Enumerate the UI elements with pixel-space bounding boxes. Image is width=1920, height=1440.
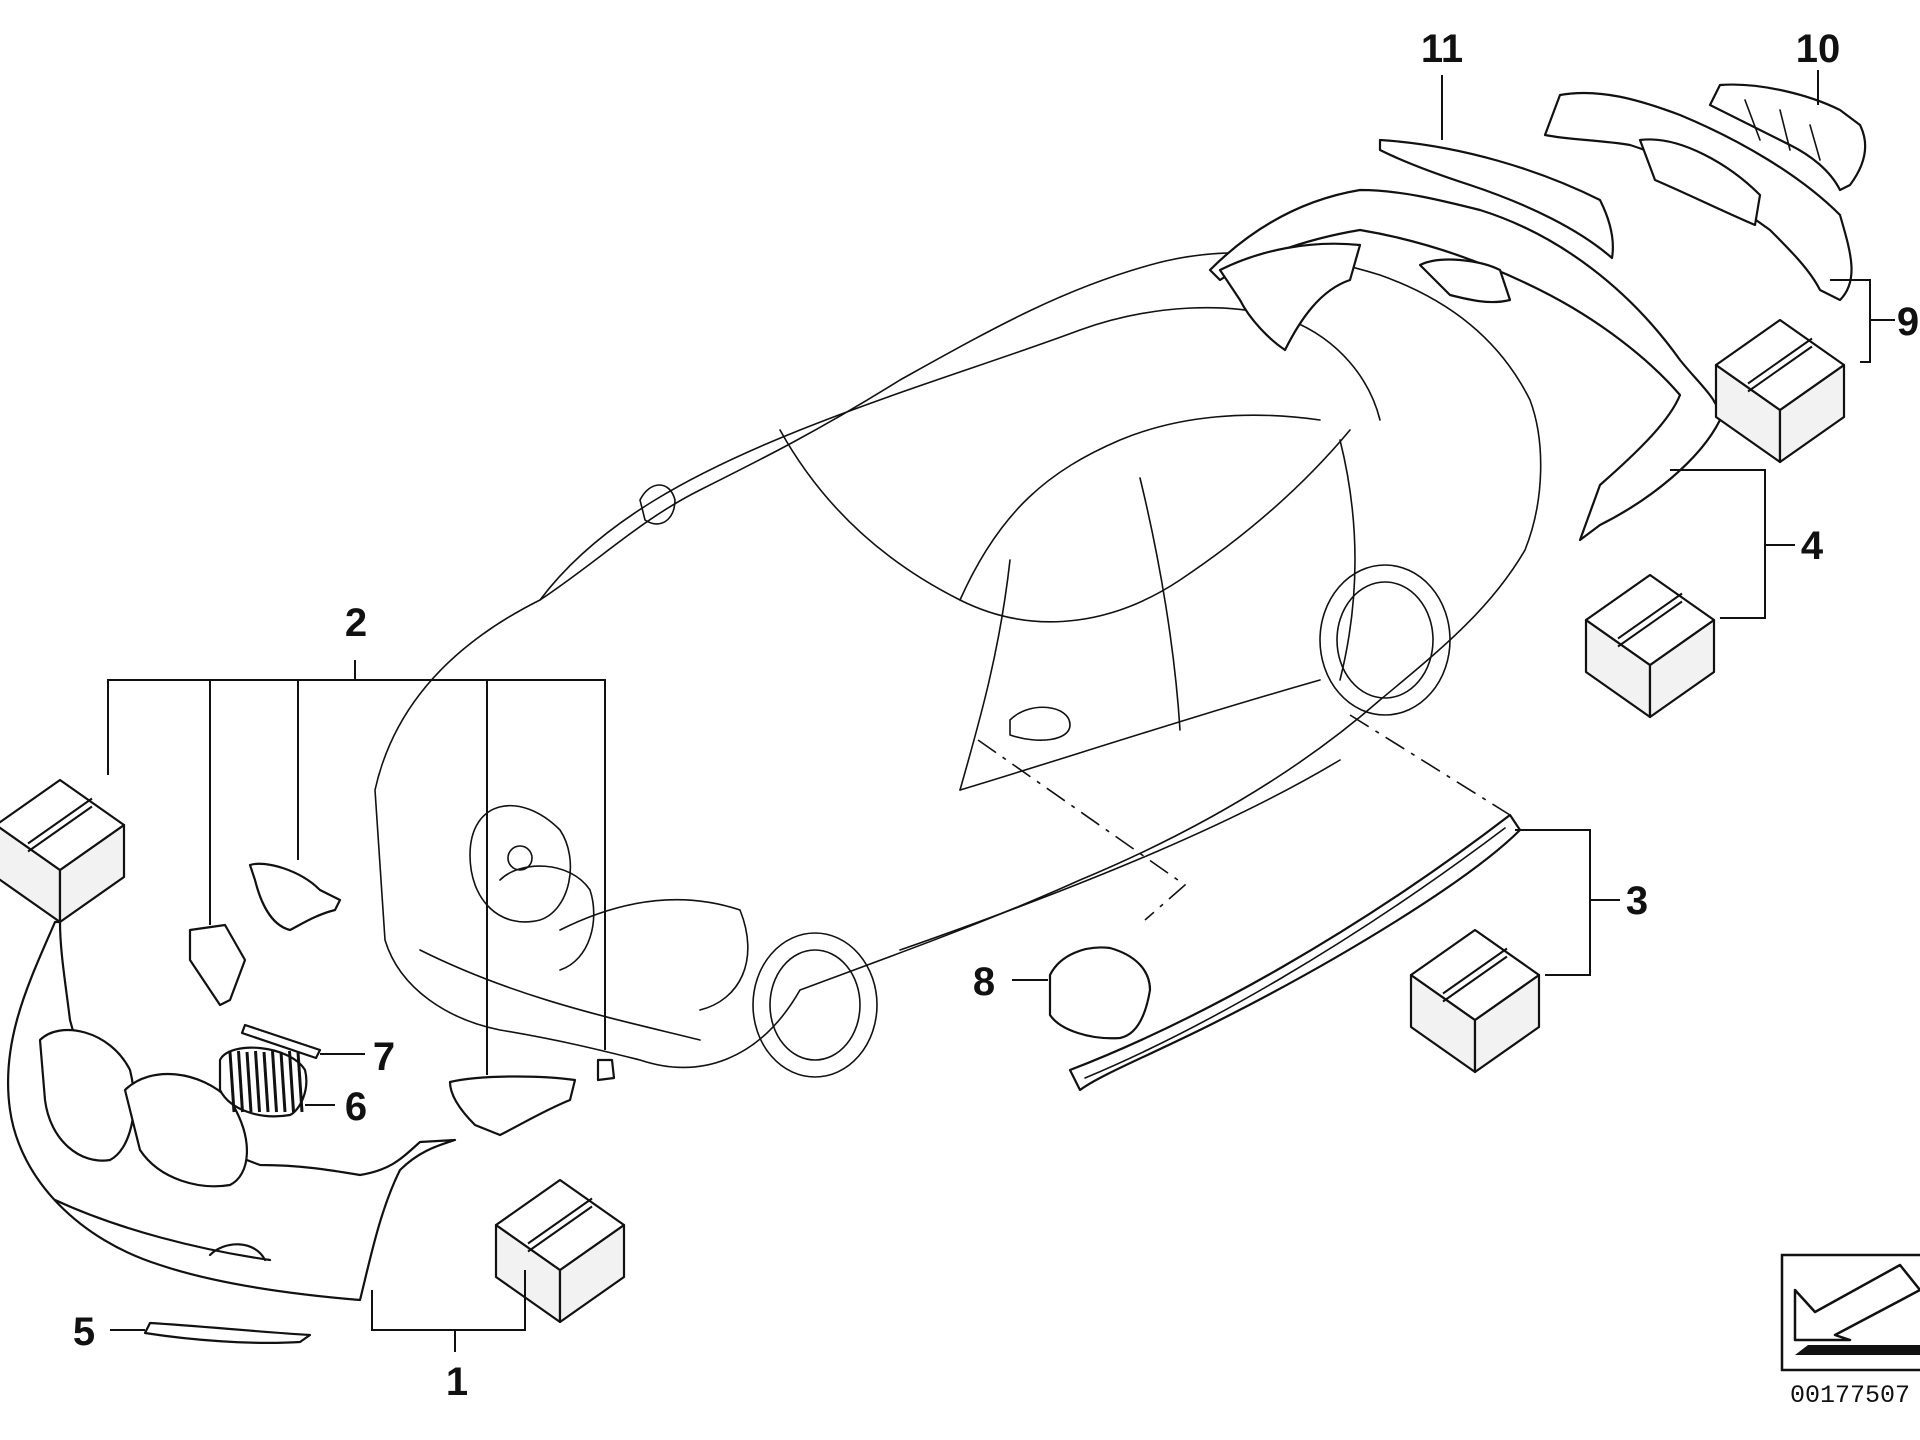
callout-5: 5	[73, 1310, 95, 1354]
part-7-trim-strip[interactable]	[240, 1023, 322, 1060]
box-part-2	[0, 778, 126, 924]
callout-8: 8	[973, 960, 995, 1004]
callout-7: 7	[373, 1035, 395, 1079]
orientation-badge	[1780, 1253, 1920, 1372]
callout-2: 2	[345, 601, 367, 645]
callout-11: 11	[1421, 27, 1463, 71]
part-2-components[interactable]	[188, 862, 616, 1137]
assembly-lines	[977, 714, 1511, 921]
callout-9: 9	[1897, 300, 1919, 344]
part-3-side-skirt[interactable]	[1068, 813, 1522, 1092]
leader-lines	[107, 70, 1895, 1352]
callout-6: 6	[345, 1085, 367, 1129]
part-5-lip-strip[interactable]	[143, 1321, 312, 1344]
part-6-grille[interactable]	[218, 1046, 308, 1118]
callout-10: 10	[1796, 27, 1841, 71]
callout-4: 4	[1801, 524, 1824, 568]
part-9-rear-diffuser[interactable]	[1543, 91, 1853, 302]
part-11-trunk-spoiler[interactable]	[1378, 138, 1614, 260]
arrow-icon	[1793, 1263, 1920, 1355]
packaging-boxes	[0, 318, 1846, 1324]
box-part-9	[1714, 318, 1846, 464]
box-part-1	[494, 1178, 626, 1324]
car-outline	[374, 251, 1542, 1078]
part-4-rear-bumper[interactable]	[1208, 188, 1722, 542]
catalog-number: 00177507	[1790, 1381, 1910, 1410]
callout-labels: 1 2 3 4 5 6 7 8 9 10 11	[73, 27, 1919, 1404]
box-part-4	[1584, 573, 1716, 719]
callout-1: 1	[446, 1360, 468, 1404]
part-10-diffuser-insert[interactable]	[1708, 83, 1867, 192]
part-8-mirror-cap[interactable]	[1048, 946, 1152, 1040]
box-part-3	[1409, 928, 1541, 1074]
part-1-front-bumper[interactable]	[6, 920, 457, 1302]
callout-3: 3	[1626, 879, 1648, 923]
